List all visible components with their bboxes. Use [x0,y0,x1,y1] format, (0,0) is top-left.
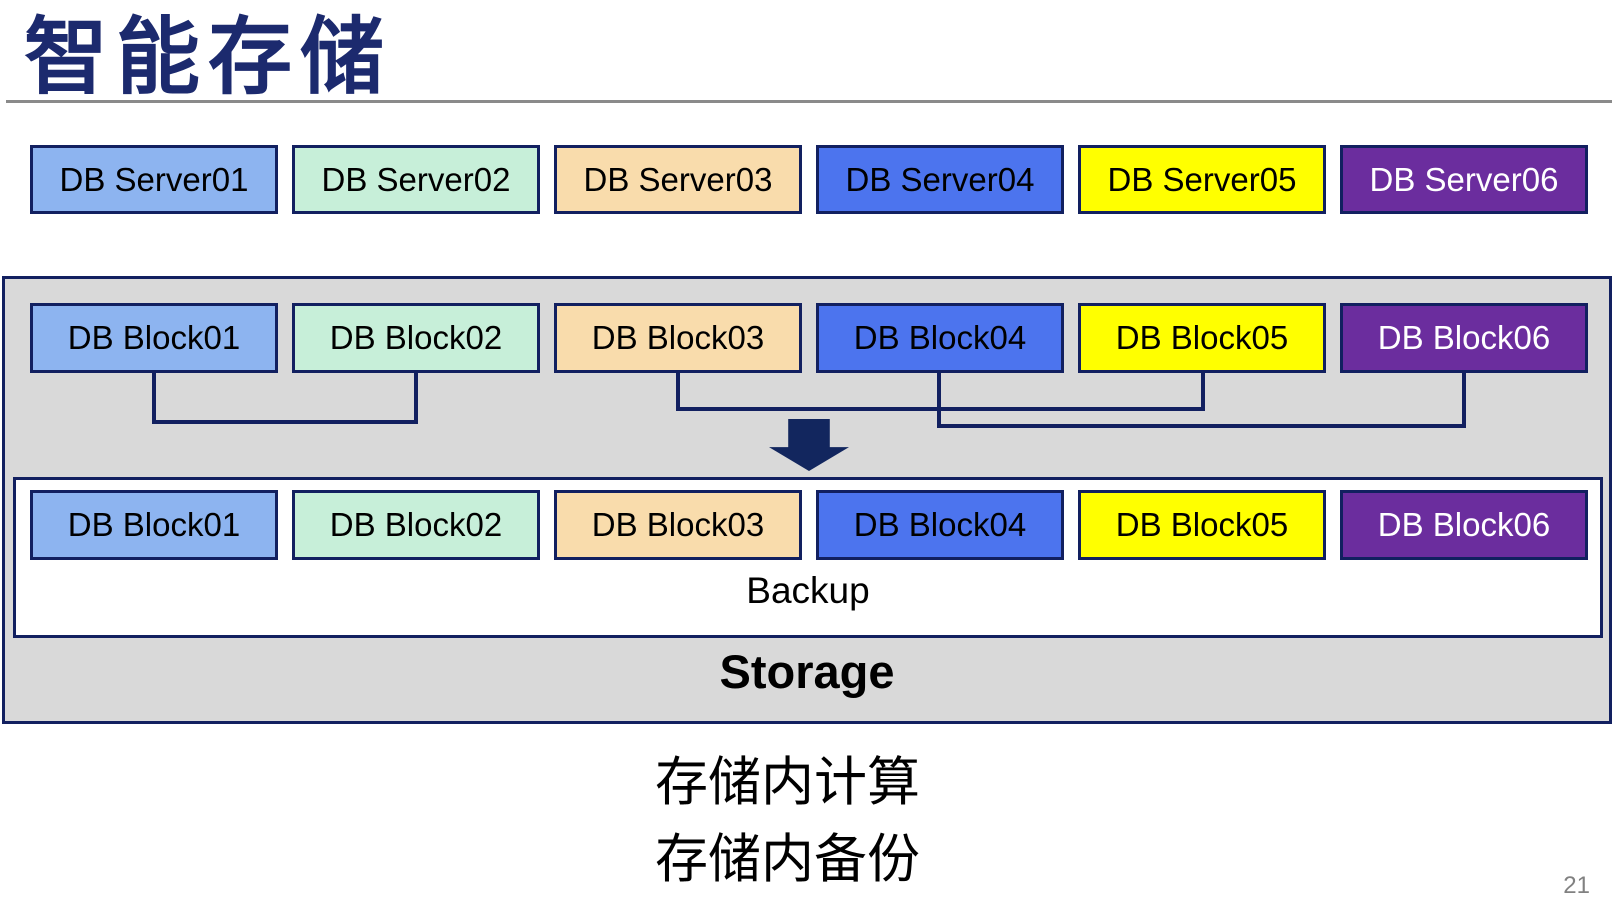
storage-label: Storage [719,645,895,698]
connector-line [937,371,941,428]
db-server-box-5: DB Server05 [1078,145,1326,214]
db-block-backup-2: DB Block02 [292,490,540,560]
backup-container [13,477,1603,638]
caption-text: 存储内计算 存储内备份 [655,744,920,898]
db-block-top-2: DB Block02 [292,303,540,373]
caption-line-1: 存储内计算 [655,753,920,812]
db-block-top-6: DB Block06 [1340,303,1588,373]
db-block-backup-6: DB Block06 [1340,490,1588,560]
caption-line-2: 存储内备份 [655,830,920,889]
db-server-box-3: DB Server03 [554,145,802,214]
db-block-backup-4: DB Block04 [816,490,1064,560]
page-number: 21 [1563,872,1590,899]
connector-line [937,424,1466,428]
db-block-top-3: DB Block03 [554,303,802,373]
db-server-box-4: DB Server04 [816,145,1064,214]
title-divider [6,100,1612,103]
db-block-top-1: DB Block01 [30,303,278,373]
connector-line [1462,371,1466,428]
db-block-backup-3: DB Block03 [554,490,802,560]
connector-line [414,371,418,424]
db-block-top-5: DB Block05 [1078,303,1326,373]
db-block-backup-1: DB Block01 [30,490,278,560]
db-server-box-1: DB Server01 [30,145,278,214]
db-block-backup-5: DB Block05 [1078,490,1326,560]
db-block-top-4: DB Block04 [816,303,1064,373]
connector-line [152,420,418,424]
db-server-box-2: DB Server02 [292,145,540,214]
db-server-box-6: DB Server06 [1340,145,1588,214]
connector-line [1201,371,1205,411]
slide-title: 智能存储 [24,9,393,104]
connector-line [676,371,680,411]
backup-label: Backup [746,570,870,611]
connector-line [152,371,156,424]
